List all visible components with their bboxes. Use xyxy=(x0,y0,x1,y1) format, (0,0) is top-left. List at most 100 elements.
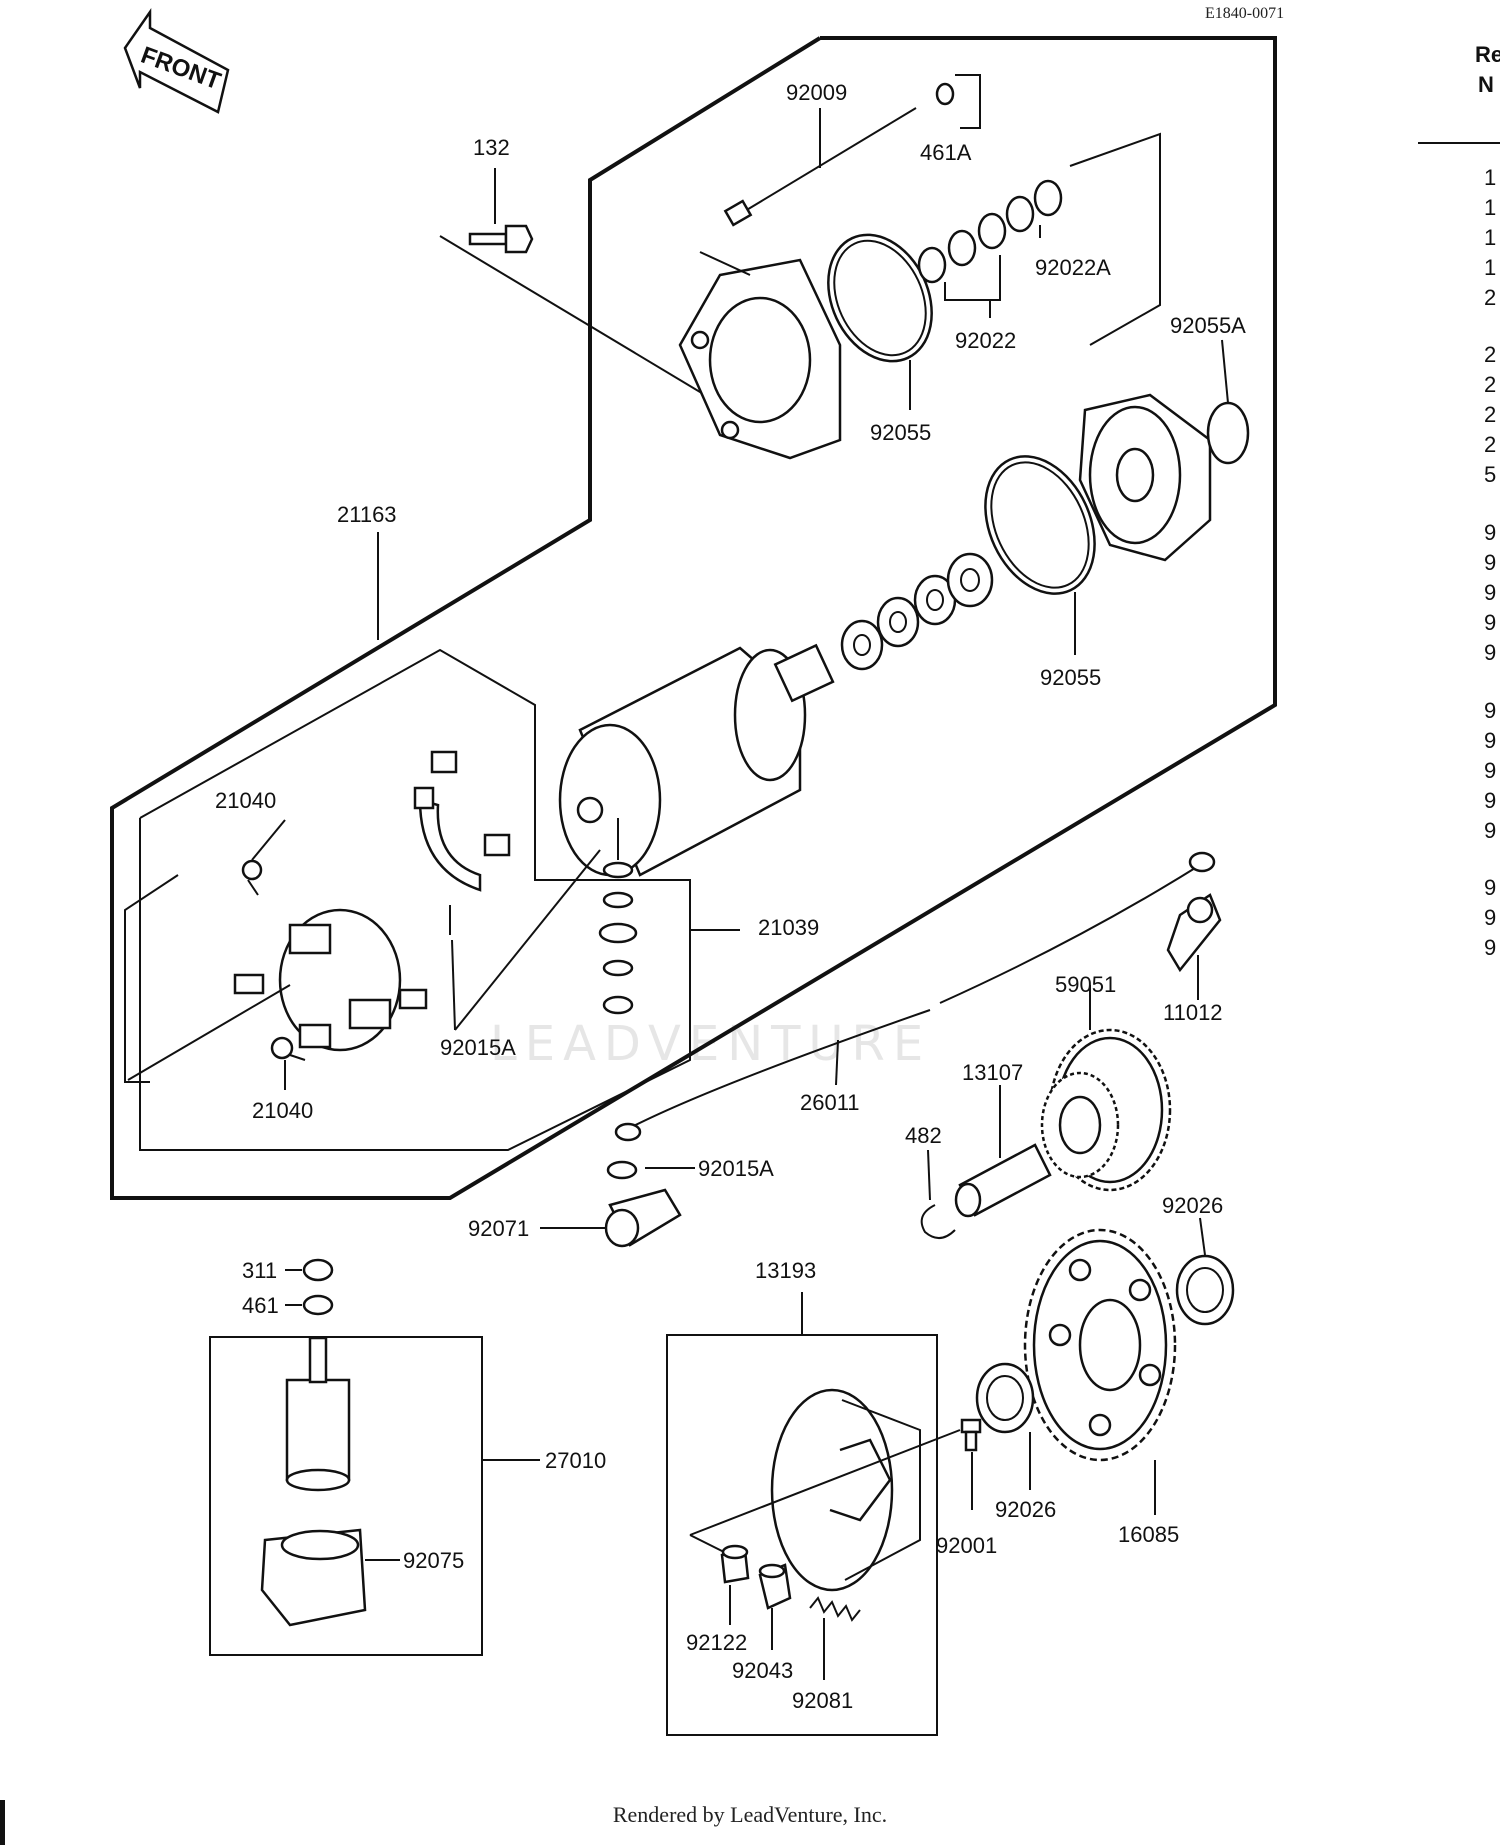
label-92081: 92081 xyxy=(792,1688,853,1713)
idler-shaft-13107 xyxy=(954,1143,1052,1218)
ref-number-13: 9 xyxy=(1484,610,1496,635)
label-92075: 92075 xyxy=(403,1548,464,1573)
label-13193: 13193 xyxy=(755,1258,816,1283)
footer-credit: Rendered by LeadVenture, Inc. xyxy=(612,1802,888,1827)
label-482: 482 xyxy=(905,1123,942,1148)
through-bolt-head xyxy=(723,199,753,227)
ref-number-15: 9 xyxy=(1484,698,1496,723)
label-92022a: 92022A xyxy=(1035,255,1111,280)
leader-482 xyxy=(927,1149,931,1201)
roller-92122 xyxy=(720,1544,750,1584)
leader-92015a-left xyxy=(451,939,456,1031)
plunger-92043 xyxy=(758,1563,792,1610)
page-edge-mark xyxy=(0,1800,5,1845)
label-461: 461 xyxy=(242,1293,279,1318)
starter-cable-upper xyxy=(939,864,1201,1004)
nut-311 xyxy=(302,1258,334,1282)
o-ring-92055-mid-inner xyxy=(990,461,1090,589)
label-92055-mid: 92055 xyxy=(1040,665,1101,690)
ref-number-20: 9 xyxy=(1484,875,1496,900)
cable-terminal-lower xyxy=(614,1122,642,1142)
washer-92026-bot xyxy=(975,1362,1035,1434)
leader-92015a-diag xyxy=(454,849,601,1031)
brush-holder xyxy=(413,750,511,935)
ref-number-4: 2 xyxy=(1484,285,1496,310)
label-92043: 92043 xyxy=(732,1658,793,1683)
brush-plate xyxy=(233,908,428,1052)
terminal-boot-92071 xyxy=(604,1188,682,1248)
label-13107: 13107 xyxy=(962,1060,1023,1085)
lock-washer-461a xyxy=(935,82,955,106)
label-16085: 16085 xyxy=(1118,1522,1179,1547)
ref-number-22: 9 xyxy=(1484,935,1496,960)
bracket-brush xyxy=(124,874,179,1083)
ref-number-3: 1 xyxy=(1484,255,1496,280)
starter-assembly-outline xyxy=(110,36,1277,1200)
end-cover xyxy=(678,258,842,460)
relay-bracket-92075 xyxy=(260,1528,367,1627)
label-21040-bot: 21040 xyxy=(252,1098,313,1123)
starter-gear-16085 xyxy=(1023,1228,1177,1462)
leader-132-diag xyxy=(439,235,751,423)
ref-header-1: Re xyxy=(1475,42,1500,67)
leader-92055a xyxy=(1221,339,1229,404)
starter-yoke xyxy=(558,643,835,877)
ref-number-16: 9 xyxy=(1484,728,1496,753)
label-92122: 92122 xyxy=(686,1630,747,1655)
front-arrow-icon: FRONT xyxy=(123,8,230,114)
ref-number-7: 2 xyxy=(1484,402,1496,427)
brush-assembly-outline xyxy=(139,648,691,1151)
front-housing xyxy=(1078,393,1212,562)
label-92022: 92022 xyxy=(955,328,1016,353)
ref-number-18: 9 xyxy=(1484,788,1496,813)
label-92026-bot: 92026 xyxy=(995,1497,1056,1522)
bracket-brush-diag xyxy=(127,984,291,1081)
ref-header-2: N xyxy=(1478,72,1494,97)
bracket-cover-left xyxy=(699,251,751,276)
spring-92081 xyxy=(809,1596,861,1622)
ref-number-1: 1 xyxy=(1484,195,1496,220)
ref-number-0: 1 xyxy=(1484,165,1496,190)
bracket-92022 xyxy=(944,255,1001,301)
bracket-92022a xyxy=(1069,132,1161,346)
bracket-461a xyxy=(955,74,981,129)
ref-number-6: 2 xyxy=(1484,372,1496,397)
terminal-cap-11012 xyxy=(1166,893,1222,973)
ref-number-19: 9 xyxy=(1484,818,1496,843)
leader-21040-top xyxy=(251,819,286,861)
label-27010: 27010 xyxy=(545,1448,606,1473)
label-92015a-a: 92015A xyxy=(440,1035,516,1060)
bolt-132 xyxy=(468,224,534,254)
nut-92015a-lower xyxy=(606,1160,638,1180)
label-92071: 92071 xyxy=(468,1216,529,1241)
washer-92026-top xyxy=(1175,1254,1235,1326)
ref-number-12: 9 xyxy=(1484,580,1496,605)
circlip-482 xyxy=(920,1204,956,1239)
leader-92026-top xyxy=(1199,1217,1206,1256)
label-21163: 21163 xyxy=(337,502,397,527)
ref-number-8: 2 xyxy=(1484,432,1496,457)
o-ring-92055a xyxy=(1206,401,1250,465)
label-461a: 461A xyxy=(920,140,972,165)
ref-number-11: 9 xyxy=(1484,550,1496,575)
spring-21040-bot xyxy=(270,1036,306,1061)
label-92001: 92001 xyxy=(936,1533,997,1558)
leader-92001-diag xyxy=(689,1429,961,1536)
idler-gear-59051 xyxy=(1040,1028,1172,1192)
bolt-92001 xyxy=(960,1418,982,1452)
ref-number-10: 9 xyxy=(1484,520,1496,545)
relay-assembly-box xyxy=(209,1336,483,1656)
doc-code: E1840-0071 xyxy=(1205,5,1284,22)
washer-92026-bot-inner xyxy=(986,1375,1024,1421)
label-132: 132 xyxy=(473,135,510,160)
washer-461 xyxy=(302,1294,334,1316)
label-26011: 26011 xyxy=(800,1090,860,1115)
starter-cable-26011 xyxy=(619,1009,931,1134)
label-21039: 21039 xyxy=(758,915,819,940)
ref-number-21: 9 xyxy=(1484,905,1496,930)
label-92055a: 92055A xyxy=(1170,313,1246,338)
label-11012: 11012 xyxy=(1163,1000,1223,1025)
label-92015a-b: 92015A xyxy=(698,1156,774,1181)
